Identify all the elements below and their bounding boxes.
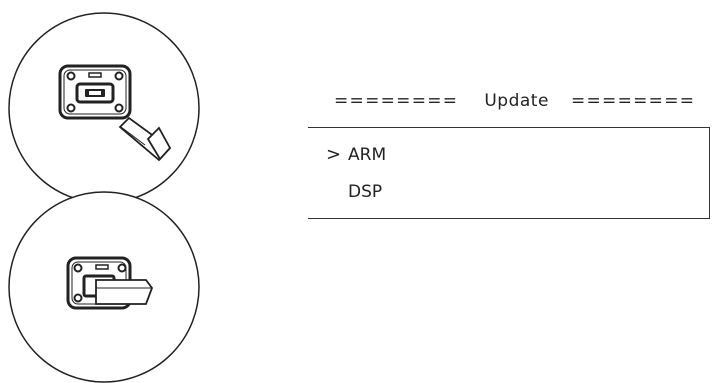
menu-item-label: DSP [348, 182, 383, 202]
usb-stick-icon [82, 274, 154, 305]
usb-stick-removed-diagram [8, 12, 200, 204]
usb-port-icon [58, 64, 132, 120]
header-separator-left: ======== [334, 91, 459, 111]
update-menu: > ARM DSP [308, 127, 710, 219]
screen-title: Update [484, 91, 549, 111]
usb-stick-inserted-diagram [8, 191, 200, 383]
menu-item-dsp[interactable]: DSP [348, 182, 382, 202]
menu-item-label: ARM [348, 145, 387, 165]
usb-insertion-illustration [8, 12, 200, 383]
selection-cursor-icon: > [326, 144, 342, 165]
usb-stick-icon [118, 116, 172, 162]
update-screen-header: ======== Update ======== [334, 88, 714, 114]
menu-item-arm[interactable]: > ARM [326, 144, 387, 166]
header-separator-right: ======== [570, 91, 696, 111]
